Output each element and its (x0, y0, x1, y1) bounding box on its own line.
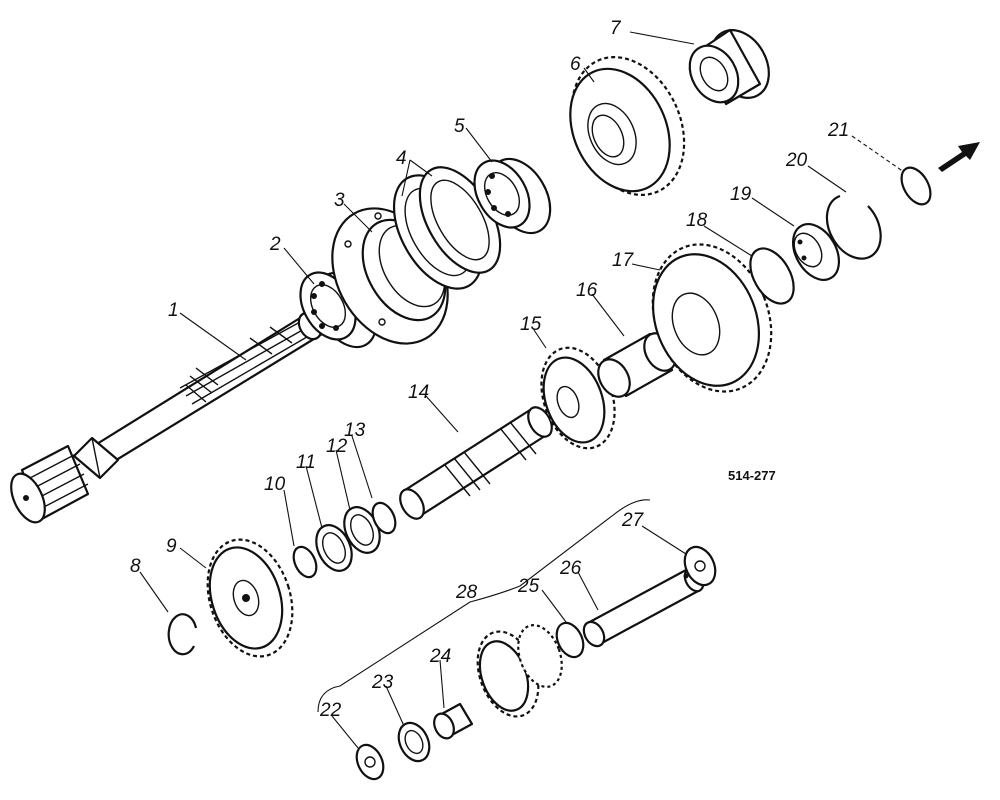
callout-19: 19 (730, 184, 752, 205)
countershaft-splines (443, 421, 537, 497)
callout-13: 13 (344, 420, 366, 441)
part-22-washer (355, 743, 385, 781)
part-18-snap-ring (749, 247, 795, 305)
callout-9: 9 (166, 536, 177, 557)
callout-27: 27 (621, 510, 645, 531)
arrow-right-up-icon (938, 142, 980, 172)
part-19-bearing (791, 223, 841, 281)
callout-21: 21 (827, 120, 849, 141)
leader-lines (139, 31, 905, 749)
callout-17: 17 (612, 250, 635, 271)
part-6-gear (569, 56, 686, 196)
kit-28-bracket (317, 499, 651, 713)
callout-4: 4 (396, 148, 407, 169)
callout-22: 22 (319, 700, 342, 721)
callout-23: 23 (371, 672, 394, 693)
figure-reference-code: 514-277 (728, 468, 776, 483)
callout-1: 1 (168, 300, 179, 321)
callout-20: 20 (785, 150, 808, 171)
callout-7: 7 (610, 18, 622, 39)
part-23-needle-bearing (397, 721, 431, 763)
part-10-ring (292, 545, 318, 579)
callout-28: 28 (455, 582, 478, 603)
part-14-countershaft (399, 406, 553, 520)
part-11-bearing (315, 524, 353, 572)
callout-14: 14 (408, 382, 429, 403)
part-25-cluster-gear (476, 621, 585, 718)
callout-11: 11 (296, 452, 316, 473)
part-15-gear (540, 346, 616, 450)
part-20-snap-ring (825, 194, 882, 260)
part-8-snap-ring (167, 613, 198, 656)
part-24-bushing (433, 702, 474, 740)
callout-15: 15 (520, 314, 542, 335)
callout-12: 12 (326, 436, 348, 457)
part-13-ring (371, 501, 397, 535)
part-21-ring (900, 166, 932, 206)
callout-24: 24 (429, 646, 451, 667)
callout-10: 10 (264, 474, 286, 495)
pinion-teeth (29, 453, 89, 509)
part-27-washer (683, 545, 717, 587)
callout-25: 25 (517, 576, 540, 597)
callout-26: 26 (559, 558, 582, 579)
callout-6: 6 (570, 54, 581, 75)
part-26-shaft (582, 567, 705, 648)
callout-18: 18 (686, 210, 708, 231)
part-1-pinion-shaft (10, 311, 324, 524)
callout-5: 5 (454, 116, 465, 137)
part-7-bearing-cup (688, 28, 770, 106)
part-5-bearing (473, 157, 552, 235)
part-17-gear (651, 243, 773, 393)
callout-16: 16 (576, 280, 598, 301)
callout-labels: 1 2 3 4 5 6 7 8 9 10 11 12 13 14 15 16 1… (130, 18, 849, 721)
callout-3: 3 (334, 190, 345, 211)
callout-8: 8 (130, 556, 141, 577)
part-9-gear (206, 538, 294, 658)
shaft-splines (179, 321, 313, 405)
callout-2: 2 (269, 234, 281, 255)
